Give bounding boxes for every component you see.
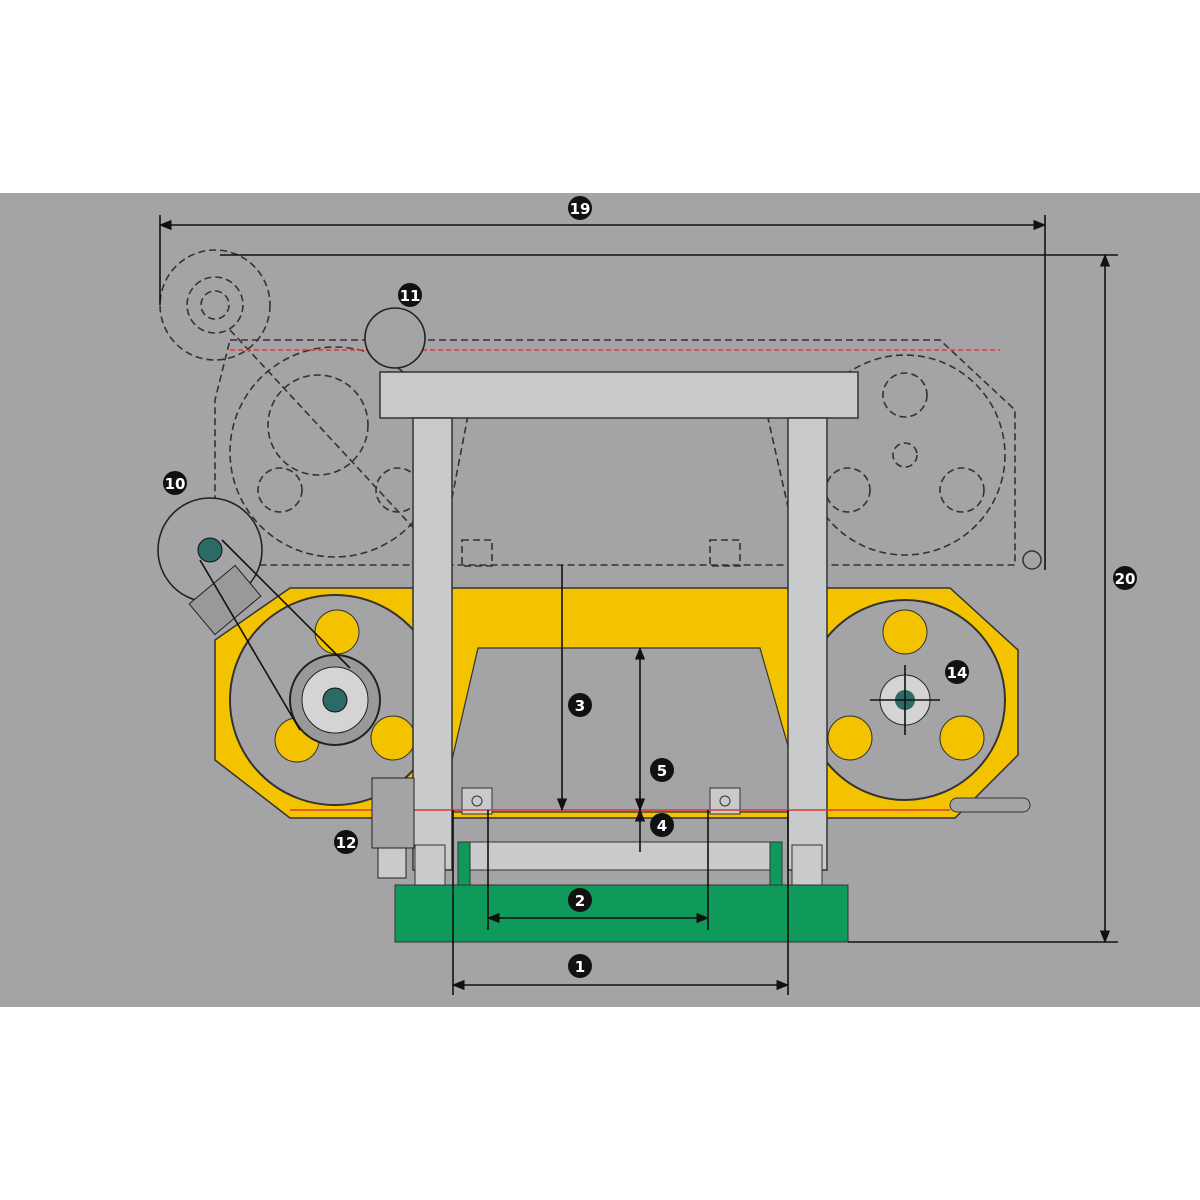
cutting-window — [451, 647, 793, 813]
callout-11: 11 — [398, 283, 422, 307]
base — [371, 777, 849, 943]
callout-12: 12 — [334, 830, 358, 854]
motor — [157, 497, 351, 731]
callout-1: 1 — [568, 954, 592, 978]
idler-wheel-right — [804, 599, 1006, 801]
callout-4-label: 4 — [657, 817, 667, 835]
callout-4: 4 — [650, 813, 674, 837]
callout-19: 19 — [568, 196, 592, 220]
dimension-lines — [158, 215, 1118, 995]
counterweight — [364, 307, 426, 369]
callout-14: 14 — [945, 660, 969, 684]
callout-2: 2 — [568, 888, 592, 912]
drive-wheel-left — [229, 594, 441, 806]
callout-3: 3 — [568, 693, 592, 717]
callout-20: 20 — [1113, 566, 1137, 590]
callout-20-label: 20 — [1115, 570, 1136, 588]
callout-14-label: 14 — [947, 664, 968, 682]
callout-10: 10 — [163, 471, 187, 495]
callout-2-label: 2 — [575, 892, 585, 910]
control-box — [371, 777, 415, 849]
callout-11-label: 11 — [400, 287, 421, 305]
callout-19-label: 19 — [570, 200, 591, 218]
callout-5-label: 5 — [657, 762, 667, 780]
callout-10-label: 10 — [165, 475, 186, 493]
callout-3-label: 3 — [575, 697, 585, 715]
frame — [364, 307, 859, 871]
callout-12-label: 12 — [336, 834, 357, 852]
callout-1-label: 1 — [575, 958, 585, 976]
callout-5: 5 — [650, 758, 674, 782]
